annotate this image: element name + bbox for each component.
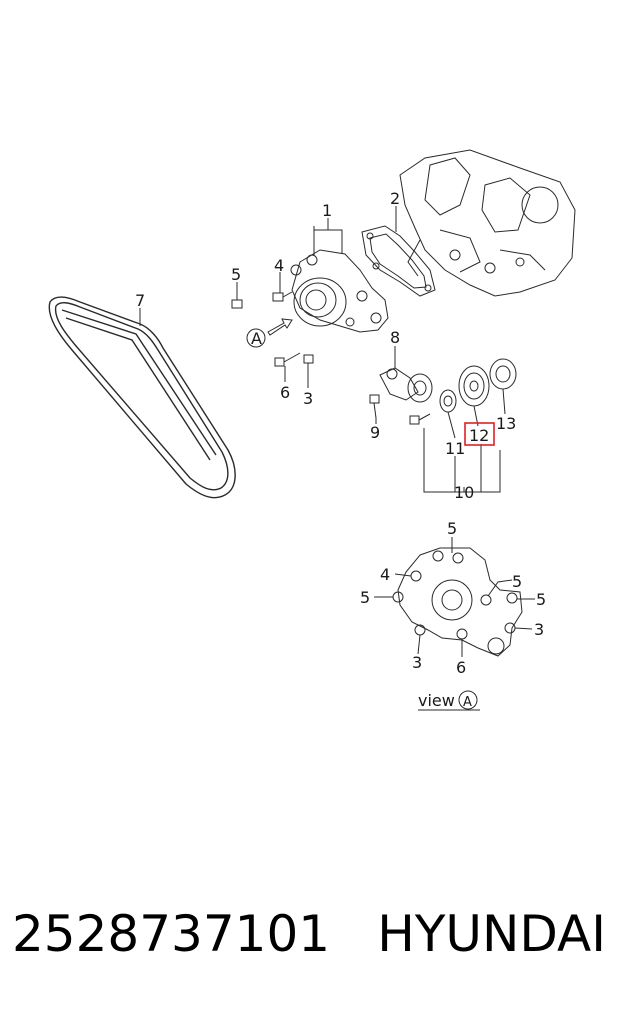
view-callout-4: 4 bbox=[380, 565, 390, 584]
view-label-ref: A bbox=[463, 695, 472, 710]
highlight-box-12 bbox=[464, 422, 495, 446]
leader-lines bbox=[139, 206, 506, 493]
callout-9: 9 bbox=[370, 423, 380, 442]
bolts-drawing bbox=[231, 288, 431, 425]
v-belt-drawing bbox=[48, 296, 236, 499]
callout-8: 8 bbox=[390, 328, 400, 347]
tensioner-drawing bbox=[379, 358, 517, 413]
callout-2: 2 bbox=[390, 189, 400, 208]
brand-name: HYUNDAI bbox=[377, 905, 606, 963]
callout-4: 4 bbox=[274, 256, 284, 275]
view-callout-5-right-lower: 5 bbox=[536, 590, 546, 609]
engine-block-drawing bbox=[399, 149, 576, 297]
callout-1: 1 bbox=[322, 201, 332, 220]
callout-a-label: A bbox=[251, 329, 262, 348]
callout-6: 6 bbox=[280, 383, 290, 402]
view-label-text: view bbox=[418, 691, 455, 710]
callout-12: 12 bbox=[469, 426, 489, 445]
view-callout-5-top: 5 bbox=[447, 519, 457, 538]
callout-13: 13 bbox=[496, 414, 516, 433]
view-callout-5-left: 5 bbox=[360, 588, 370, 607]
callout-3: 3 bbox=[303, 389, 313, 408]
callout-10: 10 bbox=[454, 483, 474, 502]
callout-7: 7 bbox=[135, 291, 145, 310]
view-callout-3-right: 3 bbox=[534, 620, 544, 639]
view-callout-6: 6 bbox=[456, 658, 466, 677]
view-callout-3-left: 3 bbox=[412, 653, 422, 672]
part-number: 2528737101 bbox=[12, 905, 331, 963]
callout-5: 5 bbox=[231, 265, 241, 284]
view-a-drawing bbox=[374, 537, 535, 711]
view-a-arrow bbox=[246, 318, 293, 348]
gasket-drawing bbox=[361, 225, 436, 297]
view-callout-5-right-upper: 5 bbox=[512, 572, 522, 591]
water-pump-drawing bbox=[290, 249, 389, 333]
callout-11: 11 bbox=[445, 439, 465, 458]
